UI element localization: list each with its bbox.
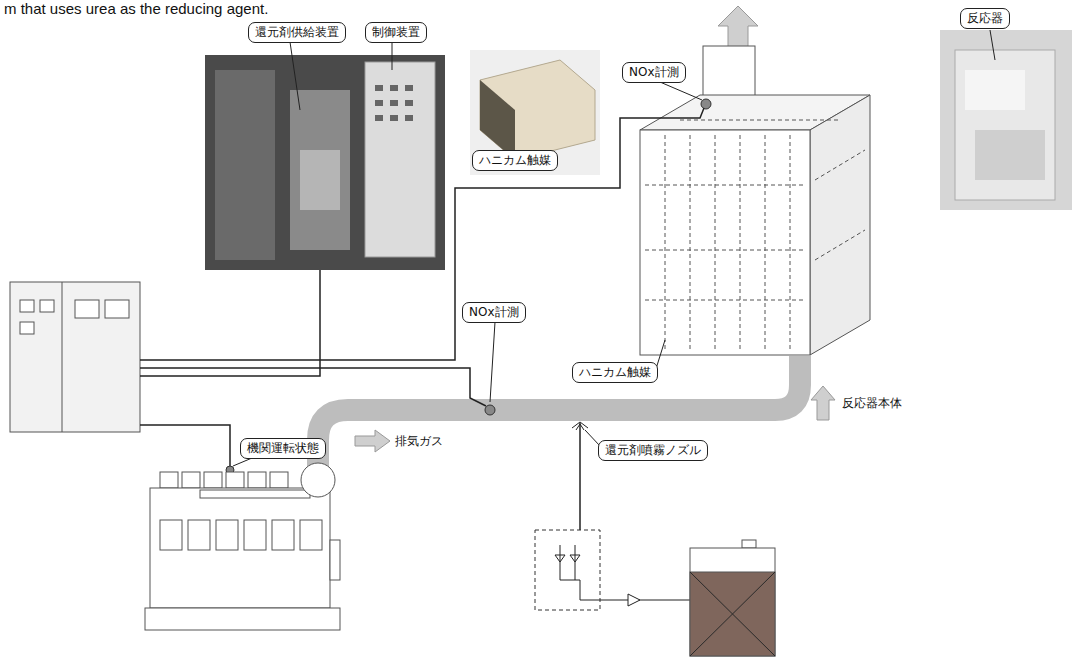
callout-text: ハニカム触媒 xyxy=(479,153,551,168)
callout-text: 還元剤供給装置 xyxy=(255,25,339,40)
callout-bubble: 機関運転状態 xyxy=(240,438,326,459)
part-label: 排気ガス xyxy=(395,434,443,449)
callout-bubble: 還元剤供給装置 xyxy=(248,22,346,43)
callout-text: NOx計測 xyxy=(629,65,679,80)
part-label: 反応器本体 xyxy=(842,396,902,411)
callout-text: 制御装置 xyxy=(372,25,420,40)
callout-bubble: 反応器 xyxy=(960,8,1010,29)
callout-text: 反応器 xyxy=(967,11,1003,26)
callout-bubble: NOx計測 xyxy=(462,302,526,323)
callout-bubble: NOx計測 xyxy=(622,62,686,83)
callout-text: 還元剤噴霧ノズル xyxy=(605,443,701,458)
callout-bubble: ハニカム触媒 xyxy=(572,362,658,383)
callout-bubble: 制御装置 xyxy=(365,22,427,43)
callout-bubble: ハニカム触媒 xyxy=(472,150,558,171)
callout-text: NOx計測 xyxy=(469,305,519,320)
callout-bubble: 還元剤噴霧ノズル xyxy=(598,440,708,461)
callout-text: ハニカム触媒 xyxy=(579,365,651,380)
callout-text: 機関運転状態 xyxy=(247,441,319,456)
caption-fragment: m that uses urea as the reducing agent. xyxy=(4,0,268,18)
